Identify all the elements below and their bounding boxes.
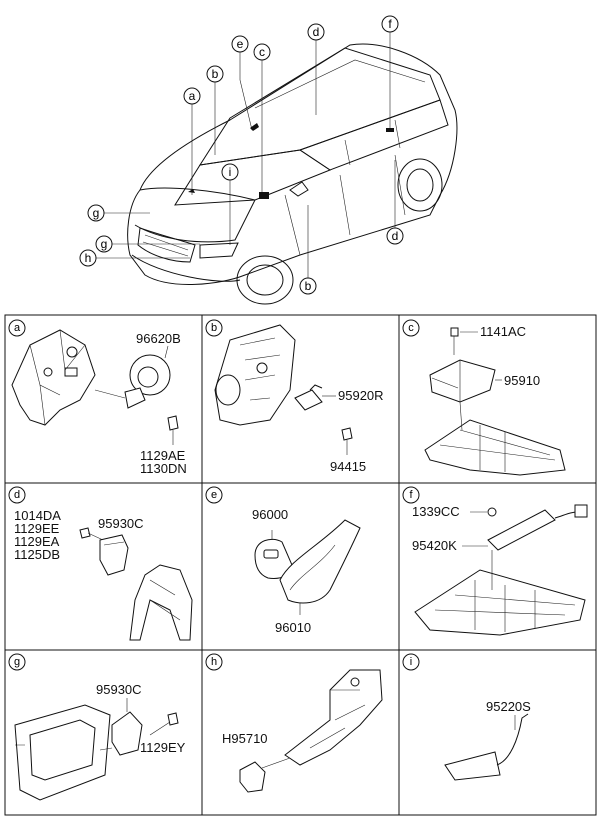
panel-a: a 96620B 1129AE 1130DN: [8, 319, 187, 476]
svg-text:b: b: [212, 67, 219, 81]
overview-callout-d-lower: d: [386, 227, 404, 245]
part-1129EE: 1129EE: [14, 521, 60, 536]
overview-callout-c: c: [253, 43, 271, 61]
svg-text:b: b: [211, 322, 217, 334]
part-1130DN: 1130DN: [140, 461, 187, 476]
part-1129EA: 1129EA: [14, 534, 60, 549]
svg-text:g: g: [101, 237, 108, 251]
vehicle-overview: a b c d e f g g: [79, 15, 458, 305]
svg-text:a: a: [189, 89, 196, 103]
svg-text:c: c: [259, 45, 265, 59]
part-95220S: 95220S: [486, 699, 531, 714]
svg-text:i: i: [229, 165, 232, 179]
part-H95710: H95710: [222, 731, 268, 746]
svg-text:h: h: [211, 656, 217, 668]
svg-text:c: c: [408, 322, 414, 334]
part-96620B: 96620B: [136, 331, 181, 346]
overview-callout-b: b: [206, 65, 224, 83]
overview-callout-a: a: [183, 87, 201, 105]
svg-text:f: f: [388, 17, 392, 31]
part-95910: 95910: [504, 373, 540, 388]
detail-grid: [4, 314, 597, 816]
overview-callout-g-upper: g: [87, 204, 105, 222]
overview-callout-h: h: [79, 249, 97, 267]
overview-callout-g-lower: g: [95, 235, 113, 253]
svg-text:e: e: [237, 37, 244, 51]
panel-g: g 95930C 1129EY: [8, 653, 186, 801]
svg-text:b: b: [305, 279, 312, 293]
panel-i: i 95220S: [402, 653, 531, 781]
svg-text:a: a: [14, 322, 21, 334]
part-1129AE: 1129AE: [140, 448, 186, 463]
overview-callout-b-lower: b: [299, 277, 317, 295]
panel-h: h H95710: [205, 653, 383, 793]
svg-text:e: e: [211, 489, 217, 501]
part-94415: 94415: [330, 459, 366, 474]
part-1129EY: 1129EY: [140, 740, 186, 755]
svg-text:i: i: [410, 656, 412, 668]
part-96010: 96010: [275, 620, 311, 635]
overview-callout-f: f: [381, 15, 399, 33]
svg-text:h: h: [85, 251, 92, 265]
svg-text:d: d: [14, 489, 20, 501]
overview-callout-e: e: [231, 35, 249, 53]
svg-text:f: f: [409, 489, 413, 501]
part-95920R: 95920R: [338, 388, 384, 403]
part-1339CC: 1339CC: [412, 504, 460, 519]
panel-d: d 1014DA 1129EE 1129EA 1125DB 95930C: [8, 486, 193, 641]
svg-text:d: d: [392, 229, 399, 243]
overview-callout-i: i: [221, 163, 239, 181]
svg-text:g: g: [93, 206, 100, 220]
panel-f: f 1339CC 95420K: [402, 486, 588, 636]
svg-text:d: d: [313, 25, 320, 39]
part-96000: 96000: [252, 507, 288, 522]
part-1141AC: 1141AC: [480, 324, 526, 339]
part-95930C-g: 95930C: [96, 682, 142, 697]
part-1125DB: 1125DB: [14, 547, 60, 562]
panel-b: b 95920R 94415: [205, 319, 384, 474]
part-95930C-d: 95930C: [98, 516, 144, 531]
panel-e: e 96000 96010: [205, 486, 361, 635]
panel-c: c 1141AC 95910: [402, 319, 566, 476]
part-1014DA: 1014DA: [14, 508, 61, 523]
overview-callout-d-top: d: [307, 23, 325, 41]
svg-text:g: g: [14, 656, 20, 668]
part-95420K: 95420K: [412, 538, 457, 553]
